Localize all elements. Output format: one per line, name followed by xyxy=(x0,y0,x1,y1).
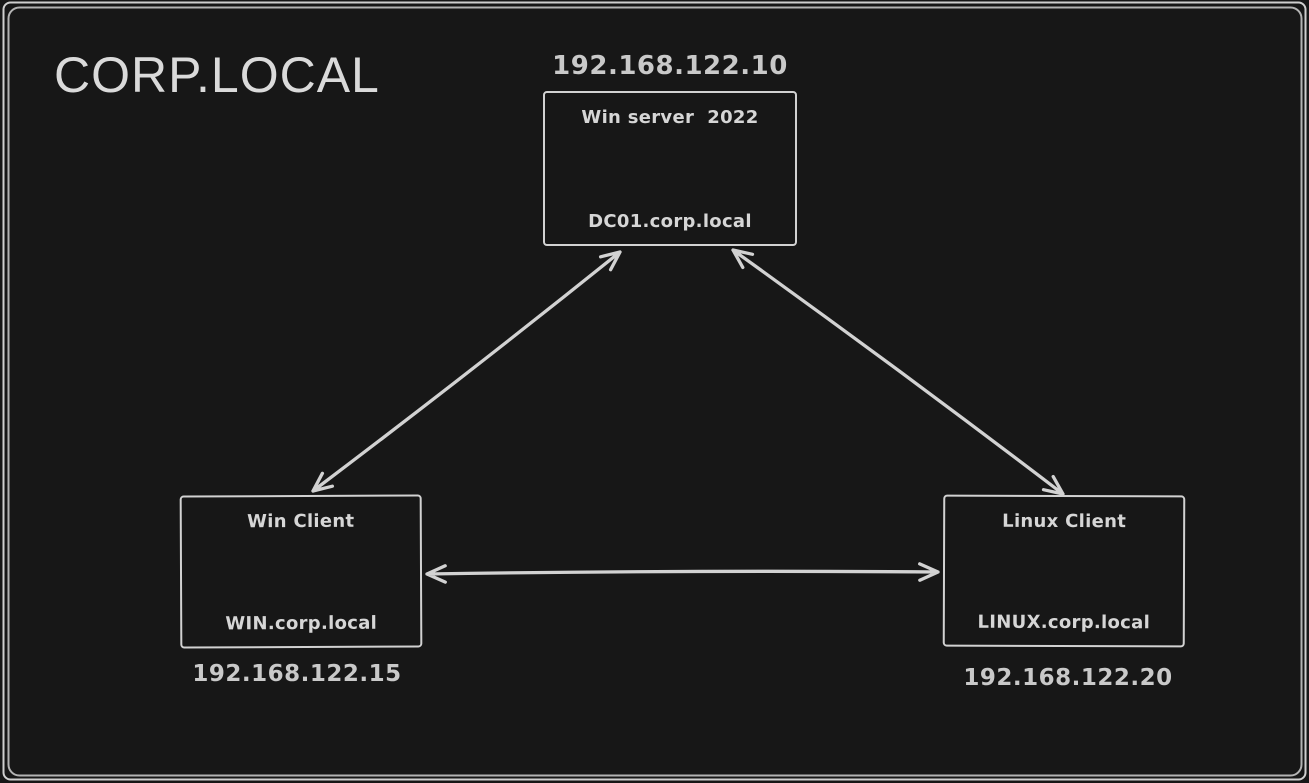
node-dc01-os-label: Win server 2022 xyxy=(581,107,759,128)
ip-label-linux-client: 192.168.122.20 xyxy=(963,665,1173,691)
arrow-dc01-win xyxy=(311,250,622,493)
node-win-hostname-label: WIN.corp.local xyxy=(225,612,378,635)
node-linux-client: Linux Client LINUX.corp.local xyxy=(942,494,1186,648)
outer-frame xyxy=(7,6,1303,777)
ip-label-dc01: 192.168.122.10 xyxy=(552,51,788,81)
node-win-os-label: Win Client xyxy=(247,510,355,533)
arrow-dc01-linux xyxy=(731,248,1065,496)
arrow-win-linux xyxy=(425,562,940,584)
ip-label-win-client: 192.168.122.15 xyxy=(192,661,402,687)
node-linux-hostname-label: LINUX.corp.local xyxy=(977,611,1151,634)
node-dc01: Win server 2022 DC01.corp.local xyxy=(543,91,797,246)
domain-label: CORP.LOCAL xyxy=(54,47,380,103)
node-dc01-hostname-label: DC01.corp.local xyxy=(588,211,752,232)
node-linux-os-label: Linux Client xyxy=(1002,510,1127,533)
node-win-client: Win Client WIN.corp.local xyxy=(179,494,423,649)
